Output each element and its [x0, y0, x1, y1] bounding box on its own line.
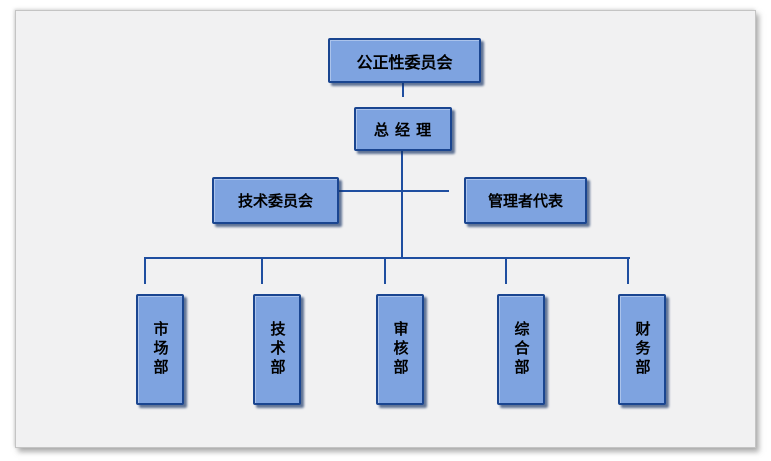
connector-drop-finance	[627, 258, 629, 284]
node-impartiality-committee: 公正性委员会	[328, 38, 481, 83]
connector-gm-to-bus	[401, 141, 403, 258]
node-dept-finance: 财务部	[618, 294, 666, 405]
connector-root-to-gm	[402, 73, 404, 97]
node-dept-general-affairs: 综合部	[497, 294, 545, 405]
node-dept-marketing-label: 市场部	[151, 321, 169, 378]
slide-canvas: 公正性委员会 总 经 理 技术委员会 管理者代表 市场部 技术部 审核部 综合部…	[15, 10, 756, 448]
node-dept-audit: 审核部	[376, 294, 424, 405]
connector-drop-technical	[261, 258, 263, 284]
node-general-manager-label: 总 经 理	[373, 121, 433, 139]
connector-committee-rep-crossbar	[323, 190, 449, 192]
connector-drop-marketing	[144, 258, 146, 284]
node-management-representative-label: 管理者代表	[487, 193, 563, 210]
node-dept-technical-label: 技术部	[268, 321, 286, 378]
node-dept-audit-label: 审核部	[391, 321, 409, 378]
node-impartiality-committee-label: 公正性委员会	[356, 54, 453, 72]
connector-drop-general-affairs	[505, 258, 507, 284]
node-dept-finance-label: 财务部	[633, 321, 651, 378]
node-technical-committee: 技术委员会	[212, 177, 339, 224]
connector-department-bus	[144, 257, 630, 259]
connector-drop-audit	[384, 258, 386, 284]
node-technical-committee-label: 技术委员会	[237, 193, 313, 210]
node-dept-general-affairs-label: 综合部	[512, 321, 530, 378]
node-dept-technical: 技术部	[253, 294, 301, 405]
node-general-manager: 总 经 理	[354, 107, 452, 151]
node-dept-marketing: 市场部	[136, 294, 184, 405]
node-management-representative: 管理者代表	[464, 177, 587, 224]
